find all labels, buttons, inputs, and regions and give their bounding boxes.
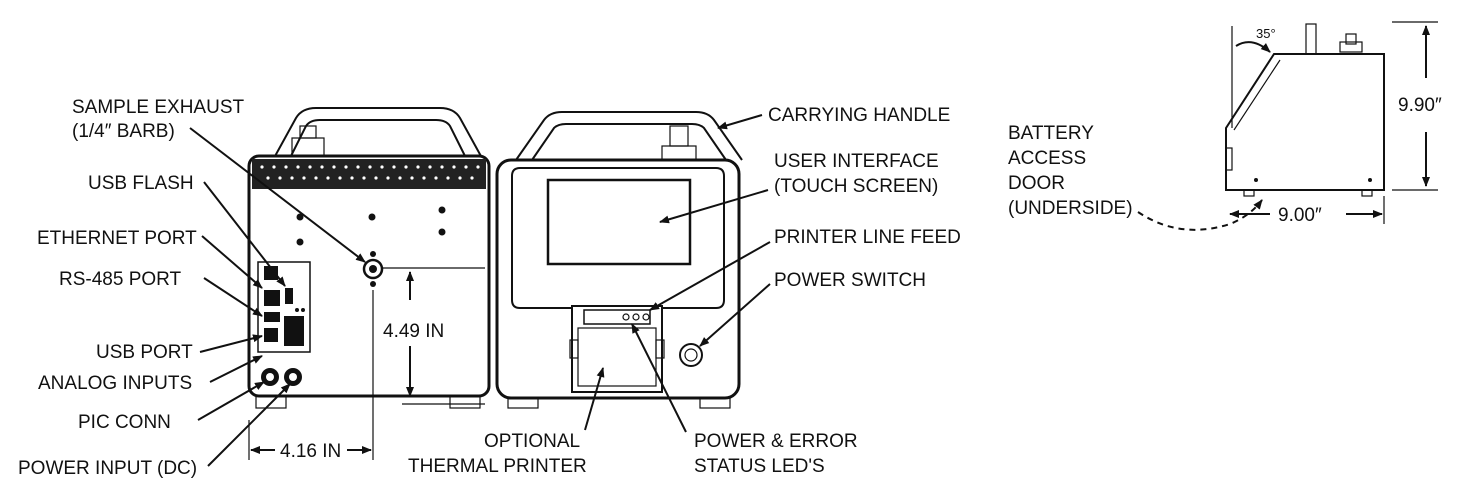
label-power-switch: POWER SWITCH [774,270,926,291]
rear-height-dimension: 4.49 IN [383,321,444,342]
label-rs485-port: RS-485 PORT [59,269,182,290]
side-view: 35° 9.90″ 9.00″ BATTERY ACCESS DOOR (UND… [1008,21,1442,231]
side-body [1225,53,1385,191]
front-handle [515,111,743,161]
label-user-interface-sub: (TOUCH SCREEN) [774,176,938,197]
label-power-error-sub: STATUS LED'S [694,456,825,477]
label-optional-printer: OPTIONAL [484,431,580,452]
label-battery-door: DOOR [1008,173,1065,194]
status-led-2 [632,313,640,321]
touch-screen [546,178,692,266]
label-battery: BATTERY [1008,123,1094,144]
battery-door-leader [1137,199,1263,231]
side-angle-dimension: 35° [1256,26,1276,41]
power-switch [679,343,703,367]
label-printer-line-feed: PRINTER LINE FEED [774,227,961,248]
label-ethernet-port: ETHERNET PORT [37,228,197,249]
label-usb-flash: USB FLASH [88,173,194,194]
label-pic-conn: PIC CONN [78,412,171,433]
label-sample-exhaust-sub: (1/4″ BARB) [72,121,175,142]
label-power-input: POWER INPUT (DC) [18,458,197,479]
usb-port-jack [264,328,278,342]
rear-handle [273,107,483,159]
label-analog-inputs: ANALOG INPUTS [38,373,192,394]
label-power-error: POWER & ERROR [694,431,858,452]
rear-width-dimension: 4.16 IN [280,441,341,462]
label-sample-exhaust: SAMPLE EXHAUST [72,97,244,118]
label-optional-printer-sub: THERMAL PRINTER [408,456,587,477]
rear-view: 4.49 IN 4.16 IN SAMPLE EXHAUST (1/4″ BAR… [18,97,491,479]
label-usb-port: USB PORT [96,342,193,363]
status-led-1 [622,313,630,321]
label-carrying-handle: CARRYING HANDLE [768,105,950,126]
side-height-dimension: 9.90″ [1398,95,1442,116]
printer-line-feed-button [642,313,650,321]
label-battery-access: ACCESS [1008,148,1086,169]
label-battery-underside: (UNDERSIDE) [1008,198,1133,219]
usb-flash-port [285,288,293,304]
front-view: CARRYING HANDLE USER INTERFACE (TOUCH SC… [408,105,961,477]
label-user-interface: USER INTERFACE [774,151,939,172]
ethernet-port-jack [264,290,280,306]
side-width-dimension: 9.00″ [1278,205,1322,226]
